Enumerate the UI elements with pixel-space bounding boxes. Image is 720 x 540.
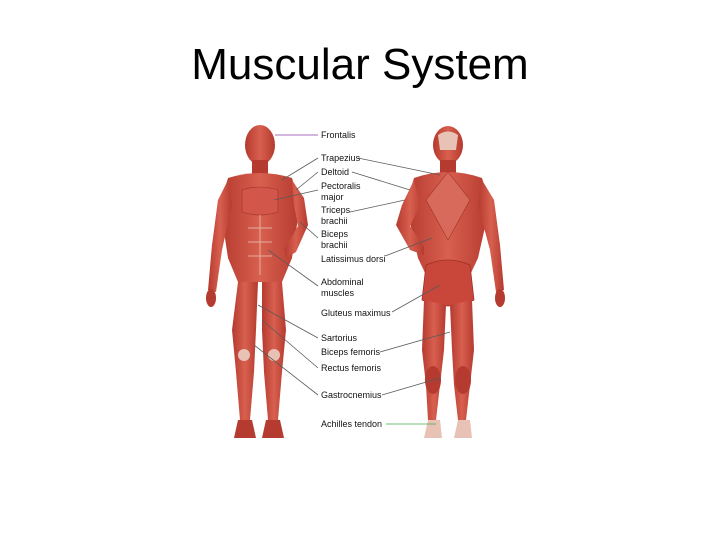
muscle-labels: Frontalis Trapezius Deltoid Pectoralis m… (321, 130, 391, 429)
label-achilles-tendon: Achilles tendon (321, 419, 382, 429)
leader-lines (253, 134, 451, 425)
label-frontalis: Frontalis (321, 130, 356, 140)
label-sartorius: Sartorius (321, 333, 358, 343)
front-view-figure (206, 125, 308, 438)
label-biceps-line1: Biceps (321, 229, 349, 239)
label-abdominal-line2: muscles (321, 288, 355, 298)
label-trapezius: Trapezius (321, 153, 361, 163)
label-abdominal-line1: Abdominal (321, 277, 364, 287)
slide-title: Muscular System (191, 40, 529, 89)
label-rectus-femoris: Rectus femoris (321, 363, 382, 373)
label-gastrocnemius: Gastrocnemius (321, 390, 382, 400)
label-pectoralis-line1: Pectoralis (321, 181, 361, 191)
label-biceps-femoris: Biceps femoris (321, 347, 381, 357)
back-view-figure (396, 126, 505, 438)
label-triceps-line1: Triceps (321, 205, 351, 215)
label-latissimus: Latissimus dorsi (321, 254, 386, 264)
label-deltoid: Deltoid (321, 167, 349, 177)
label-biceps-line2: brachii (321, 240, 348, 250)
label-gluteus: Gluteus maximus (321, 308, 391, 318)
label-triceps-line2: brachii (321, 216, 348, 226)
label-pectoralis-line2: major (321, 192, 344, 202)
